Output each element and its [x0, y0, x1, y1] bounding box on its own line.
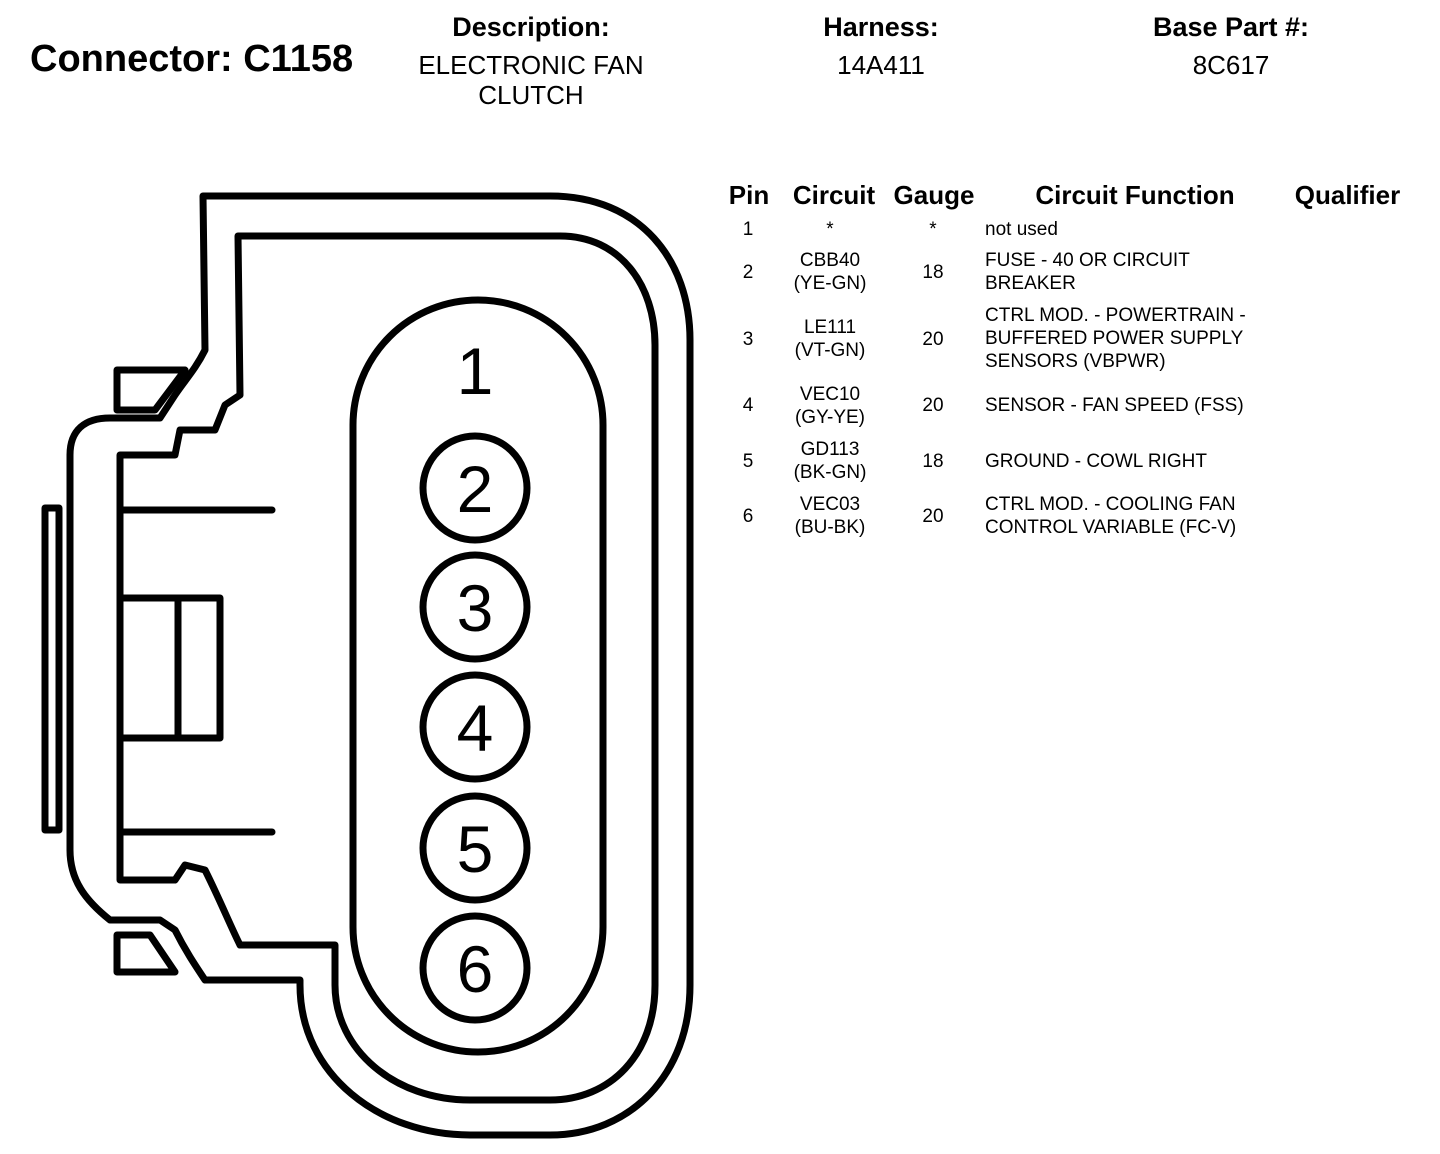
harness-value: 14A411: [837, 50, 925, 80]
table-row-1-function: not used: [985, 219, 1058, 240]
table-row-3-circuit: LE111 (VT-GN): [794, 317, 866, 361]
description-value: ELECTRONIC FAN CLUTCH: [418, 50, 644, 110]
column-header-circuit: Circuit: [792, 180, 876, 210]
base-part-block: Base Part #: 8C617: [1120, 12, 1342, 80]
base-part-label: Base Part #:: [1152, 12, 1310, 42]
table-row-1-pin: 1: [742, 219, 754, 240]
table-row-4-circuit: VEC10 (GY-YE): [794, 384, 866, 428]
pin-3-circle: [419, 551, 531, 663]
table-row-4-pin: 4: [742, 395, 754, 416]
table-row-6-gauge: 20: [922, 506, 944, 527]
table-row-2-function: FUSE - 40 OR CIRCUIT BREAKER: [985, 250, 1190, 294]
pin-6-circle: [419, 912, 531, 1024]
table-row-6-pin: 6: [742, 506, 754, 527]
side-locking-rib: [41, 504, 63, 834]
harness-block: Harness: 14A411: [770, 12, 992, 80]
description-label: Description:: [452, 12, 610, 42]
column-header-qualifier: Qualifier: [1294, 180, 1401, 210]
table-row-2-circuit: CBB40 (YE-GN): [793, 250, 867, 294]
table-row-1-circuit: *: [826, 219, 834, 240]
harness-label: Harness:: [823, 12, 939, 42]
pin-table: Pin Circuit Gauge Circuit Function Quali…: [720, 180, 1420, 560]
table-row-3-function: CTRL MOD. - POWERTRAIN - BUFFERED POWER …: [985, 305, 1246, 372]
table-row-1-gauge: *: [929, 219, 937, 240]
table-row-5-gauge: 18: [922, 451, 944, 472]
table-row-2-pin: 2: [742, 262, 754, 283]
description-block: Description: ELECTRONIC FAN CLUTCH: [390, 12, 672, 110]
connector-title: Connector: C1158: [30, 38, 354, 80]
table-row-6-circuit: VEC03 (BU-BK): [794, 494, 866, 538]
connector-face-diagram: 1 2 3 4 5 6: [41, 192, 694, 1139]
base-part-value: 8C617: [1192, 50, 1270, 80]
table-row-3-gauge: 20: [922, 329, 944, 350]
table-row-5-pin: 5: [742, 451, 754, 472]
column-header-pin: Pin: [728, 180, 770, 210]
table-row-2-gauge: 18: [922, 262, 944, 283]
connector-inner-shell: [116, 232, 659, 1104]
table-row-6-function: CTRL MOD. - COOLING FAN CONTROL VARIABLE…: [985, 494, 1237, 538]
pin-3-label: 3: [457, 571, 494, 645]
pin-2-label: 2: [457, 452, 494, 526]
pin-4-circle: [419, 671, 531, 783]
table-row-4-gauge: 20: [922, 395, 944, 416]
table-row-3-pin: 3: [742, 329, 754, 350]
pin-5-circle: [419, 792, 531, 904]
pin-1-label: 1: [457, 334, 494, 408]
pin-6-label: 6: [457, 932, 494, 1006]
table-row-5-circuit: GD113 (BK-GN): [793, 439, 867, 483]
table-row-5-function: GROUND - COWL RIGHT: [985, 451, 1208, 472]
side-window: [116, 594, 224, 742]
table-row-4-function: SENSOR - FAN SPEED (FSS): [985, 395, 1244, 416]
pin-cavity: [349, 296, 607, 1056]
latch-tab-bottom: [113, 931, 179, 976]
latch-tab-top: [113, 366, 189, 414]
column-header-circuit-function: Circuit Function: [1035, 180, 1235, 210]
pin-4-label: 4: [457, 691, 494, 765]
connector-outer-shell: [66, 192, 694, 1139]
pin-5-label: 5: [457, 812, 494, 886]
column-header-gauge: Gauge: [893, 180, 975, 210]
pin-2-circle: [419, 432, 531, 544]
